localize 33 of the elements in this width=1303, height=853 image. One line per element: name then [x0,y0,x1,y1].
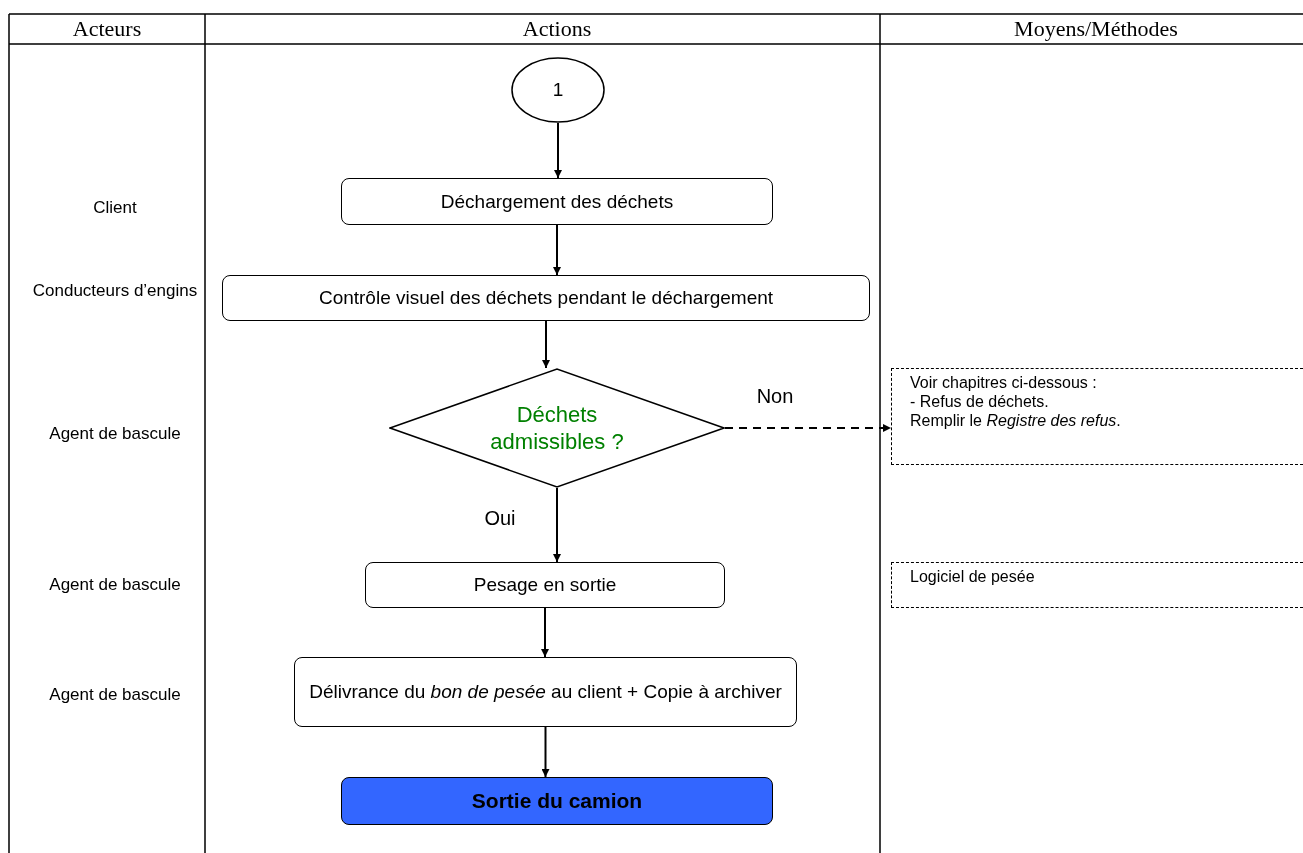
column-header: Acteurs [72,16,142,42]
step-number: 1 [551,78,565,102]
actor-name: Conducteurs d’engins [32,281,198,301]
step-text: Sortie du camion [470,787,644,814]
actor-name: Client [93,198,137,218]
step-text: Déchargement des déchets [439,189,675,214]
process-box [341,178,773,225]
step-text: Délivrance du bon de pesée au client + Copie à archiver [308,680,783,704]
actor-name: Agent de bascule [49,685,181,705]
terminal-box [341,777,773,825]
process-box [222,275,870,321]
arrow [542,320,550,369]
note-text: Remplir le Registre des refus. [909,411,1122,431]
decision-text: Déchets admissibles ? [489,400,625,456]
note-text: Voir chapitres ci-dessous : [909,373,1098,393]
arrow [554,122,562,179]
arrow [553,487,561,563]
actor-name: Agent de bascule [49,424,181,444]
arrow [541,726,550,778]
column-header: Actions [522,16,592,42]
step-text: Pesage en sortie [472,573,618,597]
arrow [724,424,892,432]
arrow [553,224,561,276]
actor-name: Agent de bascule [49,575,181,595]
process-box [294,657,797,727]
arrow [541,607,549,658]
note-text: Logiciel de pesée [909,567,1036,587]
step-text: Contrôle visuel des déchets pendant le déchargement [317,286,775,310]
process-box [365,562,725,608]
column-header: Moyens/Méthodes [1014,16,1178,42]
note-text: - Refus de déchets. [909,392,1050,412]
note-box [891,562,1303,608]
note-box [891,368,1303,465]
